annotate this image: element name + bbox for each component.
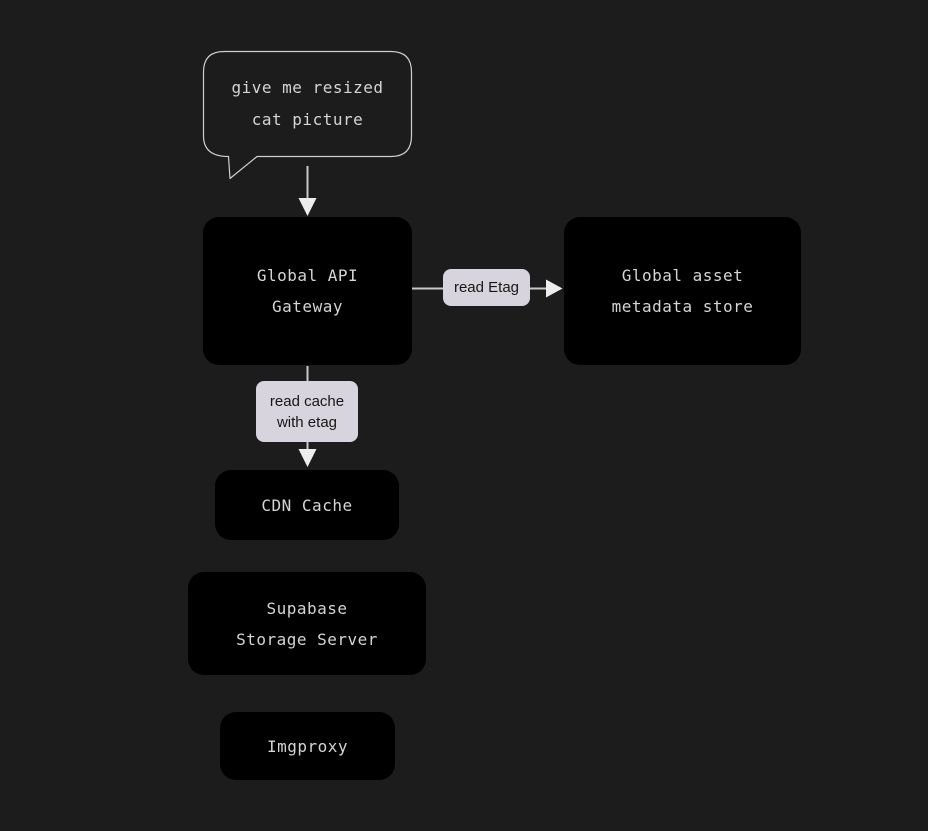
edge-label-text: read Etag xyxy=(453,279,520,296)
edge-label-text-line: read cache xyxy=(269,392,345,410)
edge-label-read-etag[interactable]: read Etag xyxy=(443,269,530,306)
node-cdn-cache[interactable]: CDN Cache xyxy=(215,470,399,540)
node-supabase-storage-server[interactable]: Supabase Storage Server xyxy=(188,572,426,675)
node-label-line: CDN Cache xyxy=(261,495,353,515)
node-label-line: Supabase xyxy=(266,598,348,618)
edge-request-to-gateway-arrowhead xyxy=(298,198,317,216)
node-imgproxy[interactable]: Imgproxy xyxy=(220,712,395,780)
node-global-asset-metadata-store[interactable]: Global asset metadata store xyxy=(564,217,801,365)
node-label-line: Gateway xyxy=(272,297,343,316)
node-label-line: metadata store xyxy=(611,297,754,316)
node-global-api-gateway[interactable]: Global API Gateway xyxy=(203,217,412,365)
node-label-line: Storage Server xyxy=(236,629,378,649)
node-label-line: Global API xyxy=(256,266,359,285)
user-request-line-2: cat picture xyxy=(251,110,364,129)
edge-gateway-to-cdn-arrowhead xyxy=(298,449,317,467)
node-label-line: Imgproxy xyxy=(266,736,349,756)
user-request-bubble[interactable]: give me resized cat picture xyxy=(203,51,412,157)
edge-label-read-cache-with-etag[interactable]: read cache with etag xyxy=(256,381,358,442)
user-request-line-1: give me resized xyxy=(231,78,384,97)
edge-gateway-to-metadata-arrowhead xyxy=(546,279,563,298)
speech-bubble-outline xyxy=(202,50,413,180)
edge-label-text-line: with etag xyxy=(276,413,338,431)
node-label-line: Global asset xyxy=(621,266,744,285)
